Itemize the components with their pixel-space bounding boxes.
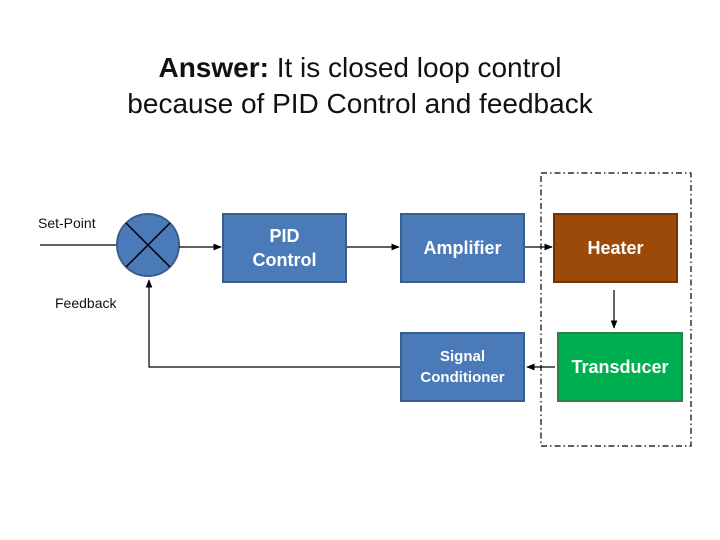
amplifier-label: Amplifier [423,237,502,258]
transducer-block: Transducer [557,332,683,402]
transducer-label: Transducer [571,356,669,377]
amplifier-block: Amplifier [400,213,525,283]
title-line-1: Answer: It is closed loop control [0,50,720,86]
title-line-2: because of PID Control and feedback [127,88,593,119]
feedback-label: Feedback [55,295,117,311]
title: Answer: It is closed loop control becaus… [0,50,720,122]
signal-label-line-2: Conditioner [420,369,505,386]
signal-conditioner-block: Signal Conditioner [400,332,525,402]
pid-control-block: PID Control [222,213,347,283]
heater-block: Heater [553,213,678,283]
pid-label-line-1: PID [269,226,300,246]
feedback-path [145,279,400,368]
title-line-1-rest: It is closed loop control [268,52,562,83]
heater-label: Heater [587,237,644,258]
setpoint-label: Set-Point [38,215,96,231]
title-bold: Answer: [158,52,269,83]
signal-label-line-1: Signal [439,348,485,365]
summing-junction [116,213,180,277]
pid-label-line-2: Control [252,250,317,270]
dashed-enclosure [540,172,692,447]
